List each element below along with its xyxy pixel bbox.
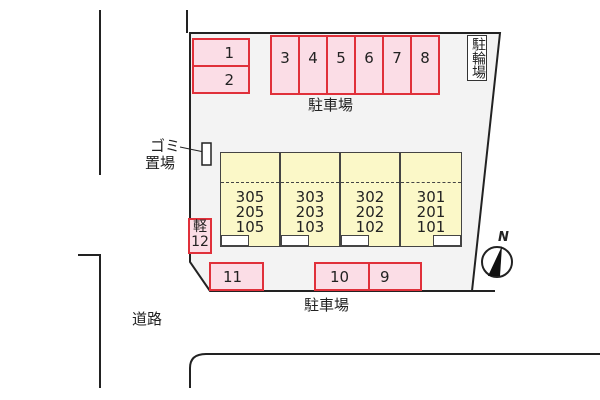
parking-space-11: 11 xyxy=(209,262,264,291)
compass-icon xyxy=(481,246,513,278)
parking-space-8: 8 xyxy=(410,35,440,95)
room-number: 201 xyxy=(416,203,446,221)
parking-space-2: 2 xyxy=(192,65,250,94)
space-number: 10 xyxy=(330,268,350,286)
road-edge xyxy=(189,353,600,388)
parking-space-9: 9 xyxy=(368,262,422,291)
bicycle-parking: 駐輪場 xyxy=(467,35,487,81)
parking-space-1: 1 xyxy=(192,38,250,67)
room-number: 103 xyxy=(295,218,325,236)
room-number: 305 xyxy=(235,188,265,206)
parking-space-7: 7 xyxy=(382,35,412,95)
room-number: 202 xyxy=(355,203,385,221)
parking-space-6: 6 xyxy=(354,35,384,95)
parking-space-5: 5 xyxy=(326,35,356,95)
parking-space-10: 10 xyxy=(314,262,370,291)
room-number: 105 xyxy=(235,218,265,236)
room-number: 301 xyxy=(416,188,446,206)
light-car-label: 軽 xyxy=(193,219,207,235)
road-label: 道路 xyxy=(132,310,163,328)
room-number: 101 xyxy=(416,218,446,236)
room-number: 203 xyxy=(295,203,325,221)
space-number: 8 xyxy=(420,49,430,67)
space-number: 5 xyxy=(336,49,346,67)
room-number: 302 xyxy=(355,188,385,206)
parking-label-top: 駐車場 xyxy=(308,96,354,114)
space-number: 6 xyxy=(364,49,374,67)
parking-space-4: 4 xyxy=(298,35,328,95)
trash-box xyxy=(201,142,212,166)
space-number: 9 xyxy=(380,268,390,286)
room-number: 303 xyxy=(295,188,325,206)
space-number: 7 xyxy=(392,49,402,67)
space-number: 1 xyxy=(224,44,234,62)
space-number: 12 xyxy=(191,234,209,250)
space-number: 3 xyxy=(280,49,290,67)
space-number: 4 xyxy=(308,49,318,67)
road-edge xyxy=(78,254,101,388)
compass-north-label: N xyxy=(498,230,509,245)
space-number: 2 xyxy=(224,71,234,89)
parking-space-3: 3 xyxy=(270,35,300,95)
trash-label-1: ゴミ xyxy=(150,137,181,155)
trash-label-2: 置場 xyxy=(145,154,176,172)
parking-label-bottom: 駐車場 xyxy=(304,296,350,314)
room-number: 205 xyxy=(235,203,265,221)
room-number: 102 xyxy=(355,218,385,236)
space-number: 11 xyxy=(223,268,243,286)
